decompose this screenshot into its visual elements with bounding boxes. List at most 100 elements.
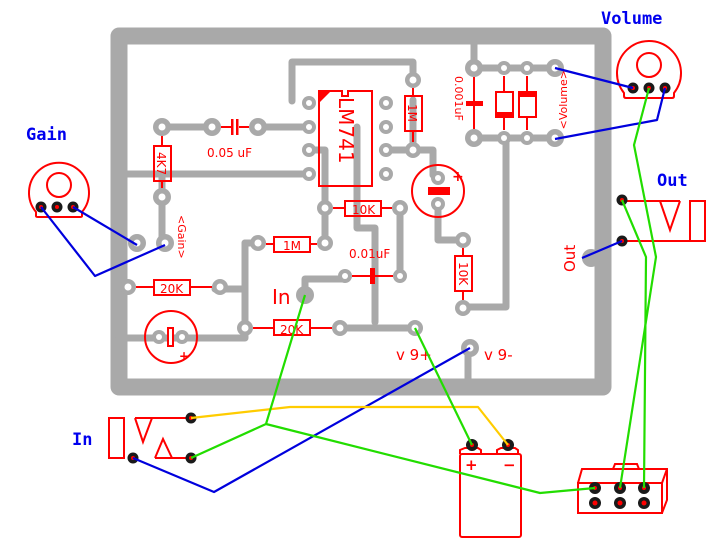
pad [405,72,421,88]
out-label: Out [657,171,688,191]
pad [455,300,471,316]
pad [203,118,221,136]
pad [175,330,189,344]
gain-pad-left [128,234,146,252]
capacitor-0001uf: 0.001uF [452,76,483,129]
electrolytic-plus-sign: + [452,169,464,185]
pad [393,269,407,283]
ic-pin [379,120,393,134]
volume-potentiometer: Volume [601,9,682,99]
volume-label: Volume [601,9,662,29]
pad [465,59,483,77]
pad [455,232,471,248]
ic-pin [302,143,316,157]
pad [338,269,352,283]
out-tip-wire [620,199,648,489]
volume-pad-label: <Volume> [557,70,570,129]
resistor-1m-top-label: 1M [405,104,419,122]
ic-pin [379,143,393,157]
diode-2 [518,76,537,130]
resistor-20k-top: 20K [136,279,212,296]
board [110,27,612,396]
capacitor-005uf: 0.05 uF [207,119,252,160]
pad [212,279,228,295]
resistor-10k-mid-label: 10K [352,203,376,217]
in-pad-label: In [272,285,291,309]
ic-pin [379,96,393,110]
v9plus-wire [414,327,473,446]
pad [431,171,445,185]
capacitor-001uf-label: 0.01uF [349,247,390,261]
capacitor-001uf: 0.01uF [349,247,393,284]
pad [520,61,534,75]
resistor-20k-bottom-label: 20K [280,323,304,337]
volume-wire-1 [554,66,634,90]
in-ground-wire [132,347,471,494]
battery-plus-label: + [465,456,478,474]
capacitor-005uf-label: 0.05 uF [207,146,252,160]
trace [382,146,437,179]
v9-plus-label: v 9+ [396,346,432,364]
capacitor-0001uf-label: 0.001uF [452,76,465,121]
in-label: In [72,430,92,450]
resistor-1m-mid-label: 1M [283,239,301,253]
pad [520,131,534,145]
board-frame [110,27,612,396]
output-jack: Out [616,171,706,247]
resistor-10k-right-label: 10K [456,262,470,286]
pad [152,330,166,344]
pad [153,188,171,206]
pad [497,61,511,75]
battery-minus-wire [190,405,509,446]
gain-wire-2 [40,206,166,278]
trace [288,58,417,105]
electrolytic-left-plus-sign: + [179,349,189,363]
pad [497,131,511,145]
resistor-10k-right: 10K [454,248,473,300]
ic-pin [302,167,316,181]
electrolytic-capacitor-right: + [411,164,465,218]
resistor-4k7-label: 4K7 [154,152,168,175]
ic-pin [302,120,316,134]
switch-wire-1 [265,422,596,495]
pad [332,320,348,336]
gain-wire-1 [72,206,138,246]
resistor-4k7: 4K7 [153,136,172,188]
trace [353,123,379,326]
pad [153,118,171,136]
gain-pad-label: <Gain> [175,215,188,259]
gain-label: Gain [26,125,67,145]
electrolytic-capacitor-left: + [144,310,198,364]
components: 0.05 uF 4K7 <Gain> LM741 1M + [136,70,579,364]
out-pad [582,249,600,267]
out-wire [581,239,623,260]
volume-wire-2 [554,87,667,141]
pads [120,59,600,357]
pad [120,279,136,295]
resistor-10k-mid: 10K [333,200,392,217]
wires [40,66,667,495]
ic-pin [379,167,393,181]
pad [317,235,333,251]
pad [317,200,333,216]
pad [249,118,267,136]
resistor-1m-mid: 1M [266,236,317,253]
pad [431,197,445,211]
input-jack: In [72,412,197,464]
ic-label: LM741 [334,97,358,164]
resistor-1m-top: 1M [404,88,423,142]
ic-pin [302,96,316,110]
trace [459,134,510,311]
out-pad-label: Out [561,245,579,272]
diode-1 [495,76,514,130]
pad [237,320,253,336]
v9-minus-label: v 9- [484,346,513,364]
battery-minus-label: − [503,456,516,474]
battery-9v: + − [459,439,522,538]
switch-wire-2 [618,87,658,489]
ic-lm741: LM741 [318,90,373,187]
gain-potentiometer: Gain [26,125,90,218]
gain-pad-right [156,234,174,252]
pad [250,235,266,251]
